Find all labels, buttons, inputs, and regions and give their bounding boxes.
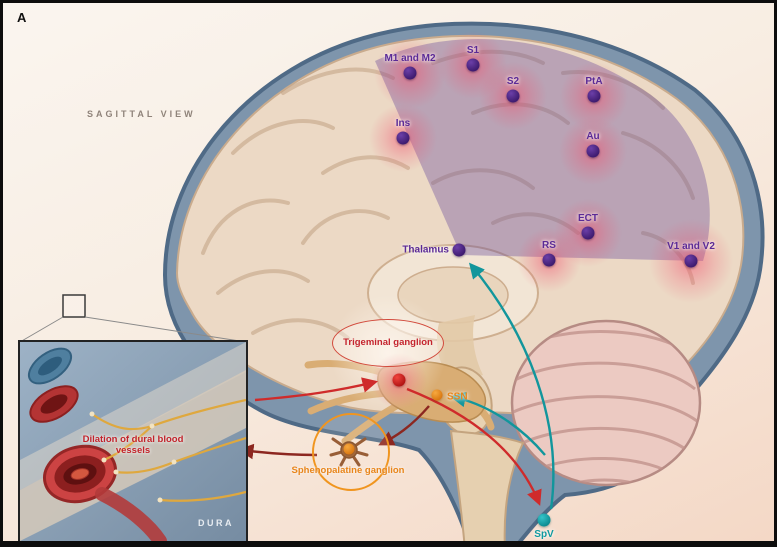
- inset-caption: Dilation of dural blood vessels: [82, 434, 184, 457]
- panel-label: A: [17, 10, 27, 25]
- region-dot-icon: [506, 89, 520, 103]
- arrow-dura-to-trigeminal: [254, 377, 379, 402]
- region-label: Ins: [395, 118, 411, 129]
- region-label: M1 and M2: [384, 53, 436, 64]
- nerve-endings: [89, 411, 177, 503]
- region-dot-icon: [542, 253, 556, 267]
- region-dot-icon: [581, 226, 595, 240]
- dura-inset-art: [20, 342, 247, 541]
- dura-inset: Dilation of dural blood vessels DURA: [18, 340, 248, 541]
- magnifier-link: [19, 294, 247, 343]
- brain-illustration: [19, 21, 765, 541]
- ssn-dot-icon: [431, 389, 443, 401]
- sphenopalatine-dot-icon: [343, 443, 355, 455]
- spv-label: SpV: [534, 529, 554, 540]
- dura-label: DURA: [198, 518, 234, 528]
- region-label: PtA: [585, 76, 603, 87]
- region-label: RS: [542, 240, 556, 251]
- region-dot-icon: [396, 131, 410, 145]
- trigeminal-dot-icon: [392, 373, 406, 387]
- blue-vessel: [27, 347, 73, 385]
- sphenopalatine-label: Sphenopalatine ganglion: [291, 465, 405, 476]
- nerve-fibers: [91, 398, 247, 502]
- region-dot-icon: [403, 66, 417, 80]
- arrow-sphenopalatine-to-dura: [237, 443, 318, 460]
- region-label: S2: [506, 76, 520, 87]
- region-dot-icon: [466, 58, 480, 72]
- region-label: ECT: [578, 213, 598, 224]
- small-red-vessel: [29, 385, 79, 423]
- region-dot-icon: [684, 254, 698, 268]
- thalamus-label: Thalamus: [402, 244, 449, 256]
- region-dot-icon: [586, 144, 600, 158]
- arrow-spv-to-ssn: [449, 391, 546, 456]
- sagittal-view-label: SAGITTAL VIEW: [87, 109, 196, 119]
- region-label: Au: [586, 131, 600, 142]
- ssn-label: SSN: [447, 391, 468, 403]
- vessel-tube: [95, 487, 167, 541]
- trigeminal-ganglion-label: Trigeminal ganglion: [332, 319, 444, 367]
- dilated-dural-vessel: [43, 444, 117, 504]
- region-label: V1 and V2: [667, 241, 715, 252]
- thalamus-dot-icon: [452, 243, 466, 257]
- region-dot-icon: [587, 89, 601, 103]
- arrow-spv-to-thalamus: [468, 262, 555, 510]
- arrow-trigeminal-to-spv: [406, 387, 542, 506]
- spv-dot-icon: [537, 513, 551, 527]
- region-label: S1: [466, 45, 480, 56]
